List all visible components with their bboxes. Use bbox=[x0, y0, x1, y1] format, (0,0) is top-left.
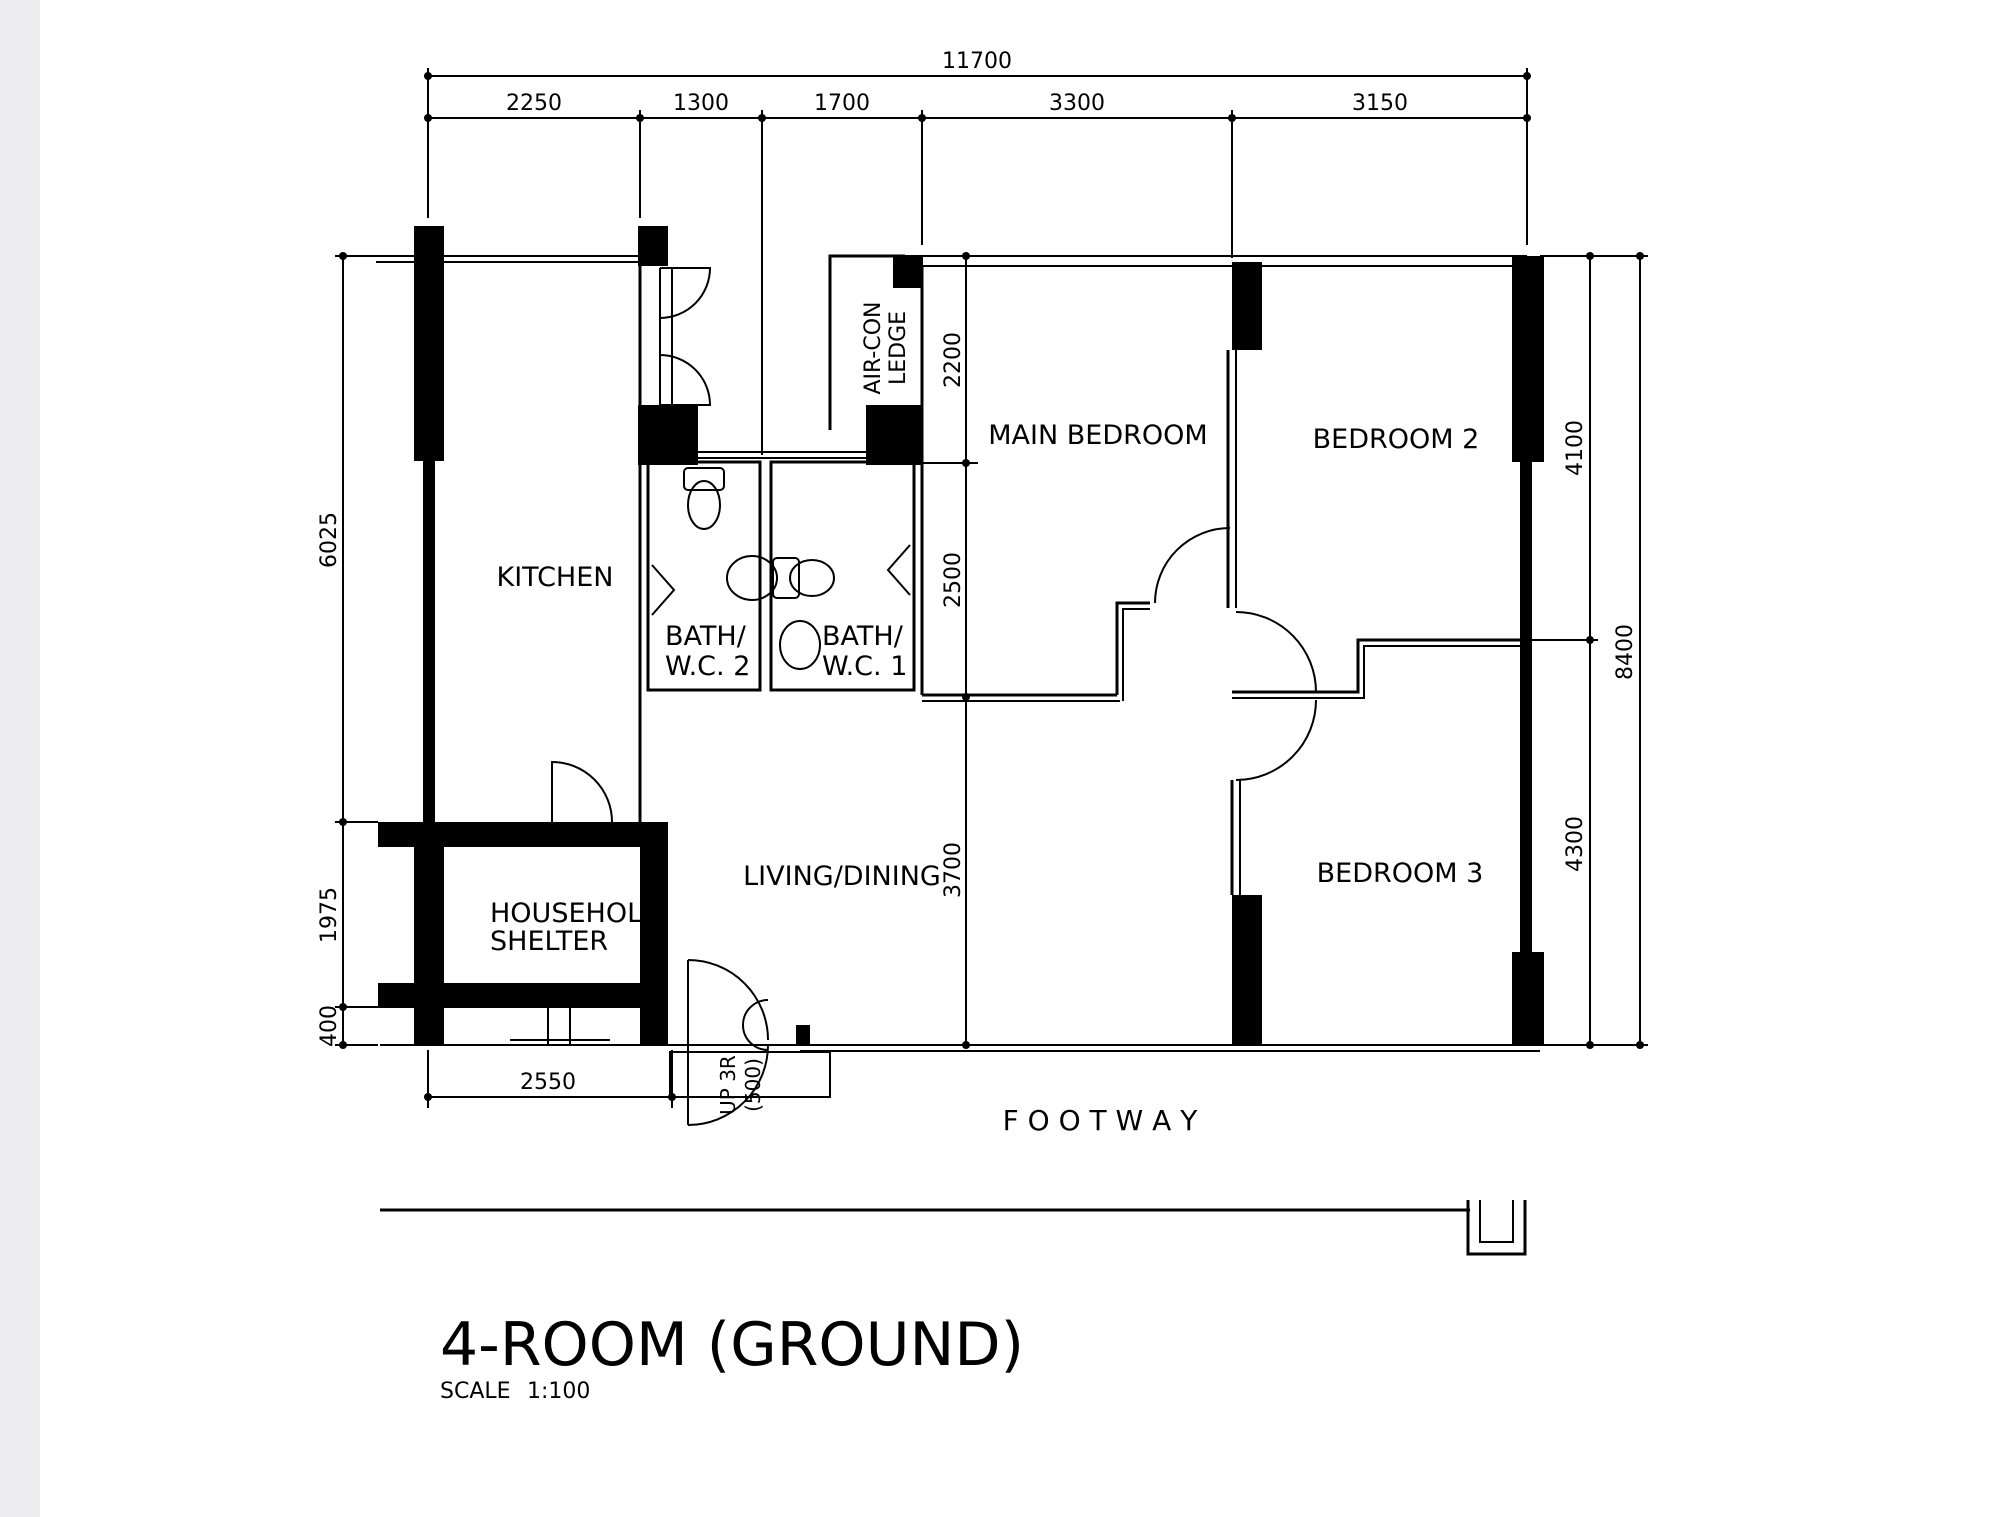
kitchen-column-top bbox=[414, 226, 444, 461]
bottom-left-dimension: 2550 bbox=[424, 1050, 676, 1108]
bath-wc-1-label-line2: W.C. 1 bbox=[822, 651, 907, 682]
viewer-sidebar-strip bbox=[0, 0, 40, 1517]
kitchen-left-wall bbox=[423, 461, 435, 822]
inner-dim-label-3: 3700 bbox=[941, 842, 966, 898]
main-bedroom-corridor bbox=[1115, 601, 1150, 695]
column bbox=[866, 405, 921, 465]
segment-label-4: 3300 bbox=[1049, 91, 1105, 116]
main-bedroom-door bbox=[1154, 527, 1231, 604]
door-swing bbox=[659, 267, 712, 319]
room-labels: KITCHEN HOUSEHOLD SHELTER BATH/ W.C. 2 B… bbox=[490, 301, 1483, 1114]
right-wall-thick bbox=[1520, 462, 1532, 952]
stair-note-line1: UP 3R bbox=[716, 1055, 740, 1115]
scale-value: 1:100 bbox=[527, 1379, 590, 1404]
bath-wc-2-outline bbox=[646, 460, 762, 692]
household-shelter-label-line2: SHELTER bbox=[490, 926, 608, 957]
dim-tick bbox=[962, 693, 970, 701]
inner-dim-label-1: 2200 bbox=[941, 332, 966, 388]
fixtures bbox=[510, 467, 835, 1045]
shelter-right-wall bbox=[640, 822, 668, 1045]
right-dimensions: 4100 4300 8400 bbox=[1530, 252, 1648, 1049]
bedroom-3-door bbox=[1235, 699, 1317, 781]
bedroom-2-bottom-wall bbox=[1316, 638, 1520, 694]
bath-1-door bbox=[886, 544, 911, 596]
bath-wc-1-outline bbox=[769, 460, 916, 692]
entrance-door bbox=[687, 959, 769, 1041]
inner-dim-label-2: 2500 bbox=[941, 552, 966, 608]
segment-label-3: 1700 bbox=[814, 91, 870, 116]
household-shelter-label-line1: HOUSEHOLD bbox=[490, 898, 663, 929]
drawing-sheet bbox=[40, 0, 1992, 1517]
entrance-door-arc bbox=[742, 999, 769, 1051]
segment-label-5: 3150 bbox=[1352, 91, 1408, 116]
entrance-step bbox=[669, 1051, 831, 1098]
living-dining-label: LIVING/DINING bbox=[743, 861, 941, 892]
drawing-title: 4-ROOM (GROUND) bbox=[440, 1310, 1024, 1380]
column bbox=[1512, 952, 1544, 1045]
door-swing bbox=[659, 354, 712, 406]
left-dim-label-3: 400 bbox=[317, 1005, 342, 1047]
column bbox=[638, 405, 698, 465]
entrance-column bbox=[796, 1025, 810, 1045]
dim-tick bbox=[962, 252, 970, 260]
bedroom-2-label: BEDROOM 2 bbox=[1313, 424, 1480, 455]
dim-tick bbox=[962, 459, 970, 467]
toilet-tank bbox=[683, 467, 725, 491]
overall-width-label: 11700 bbox=[942, 49, 1012, 74]
basin bbox=[779, 620, 821, 670]
main-bedroom-corridor bbox=[1122, 608, 1150, 701]
left-dim-label-2: 1975 bbox=[317, 887, 342, 943]
bath-wc-1-label-line1: BATH/ bbox=[822, 621, 904, 652]
bath-wc-2-label-line2: W.C. 2 bbox=[665, 651, 750, 682]
left-dim-label-1: 6025 bbox=[317, 512, 342, 568]
toilet-bowl bbox=[687, 480, 721, 530]
aircon-ledge-outline bbox=[828, 254, 905, 430]
column bbox=[638, 226, 668, 266]
bottom-dim-label: 2550 bbox=[520, 1070, 576, 1095]
dim-tick bbox=[962, 1041, 970, 1049]
bedroom-3-label: BEDROOM 3 bbox=[1317, 858, 1484, 889]
title-block: 4-ROOM (GROUND) SCALE 1:100 bbox=[440, 1310, 1024, 1404]
structural-walls bbox=[378, 226, 1544, 1045]
right-dim-label-1: 4100 bbox=[1563, 420, 1588, 476]
scale-label: SCALE bbox=[440, 1379, 511, 1404]
segment-label-1: 2250 bbox=[506, 91, 562, 116]
right-overall-label: 8400 bbox=[1613, 624, 1638, 680]
aircon-ledge-label-line1: AIR-CON bbox=[861, 301, 886, 394]
bath-2-door bbox=[651, 564, 676, 616]
column bbox=[1232, 895, 1262, 1045]
footway-label: F O O T W A Y bbox=[1003, 1104, 1199, 1137]
basin bbox=[726, 555, 778, 601]
bath-wc-2-label-line1: BATH/ bbox=[665, 621, 747, 652]
column bbox=[1232, 262, 1262, 350]
column bbox=[1512, 256, 1544, 462]
aircon-ledge-label-line2: LEDGE bbox=[886, 311, 911, 385]
shelter-left-wall bbox=[414, 822, 444, 1045]
segment-label-2: 1300 bbox=[673, 91, 729, 116]
top-dimensions: 11700 2250 1300 1700 3300 3150 bbox=[424, 49, 1531, 455]
bedroom-2-bottom-wall bbox=[1316, 645, 1520, 699]
doors bbox=[551, 267, 1317, 1126]
column bbox=[893, 256, 923, 288]
entrance-door-swing bbox=[687, 1044, 769, 1126]
shelter-door bbox=[551, 760, 613, 823]
partitions bbox=[638, 252, 1520, 1049]
drain-symbol bbox=[1466, 1200, 1527, 1256]
main-bedroom-label: MAIN BEDROOM bbox=[988, 420, 1207, 451]
stair-note-line2: (500) bbox=[741, 1058, 765, 1112]
kitchen-label: KITCHEN bbox=[497, 562, 614, 593]
right-dim-label-2: 4300 bbox=[1563, 816, 1588, 872]
bedroom-2-door bbox=[1235, 611, 1317, 693]
drain-symbol bbox=[1479, 1200, 1514, 1243]
toilet-bowl bbox=[789, 559, 835, 597]
dim-tick bbox=[1523, 114, 1531, 122]
footway: F O O T W A Y bbox=[380, 1104, 1527, 1256]
left-dimensions: 6025 1975 400 bbox=[317, 252, 420, 1049]
dim-tick bbox=[424, 114, 432, 122]
toilet-tank bbox=[772, 557, 800, 599]
